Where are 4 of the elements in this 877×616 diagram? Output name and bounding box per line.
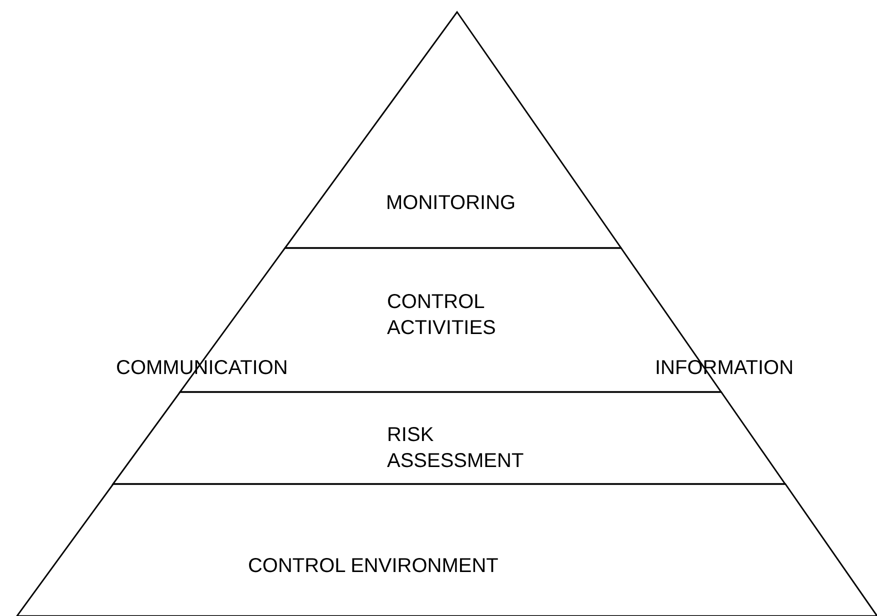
tier-label: RISK ASSESSMENT — [386, 423, 525, 474]
tier-label: CONTROL ACTIVITIES — [386, 290, 497, 341]
tier-label: MONITORING — [386, 191, 517, 216]
tier-label: CONTROL ENVIRONMENT — [248, 554, 500, 579]
